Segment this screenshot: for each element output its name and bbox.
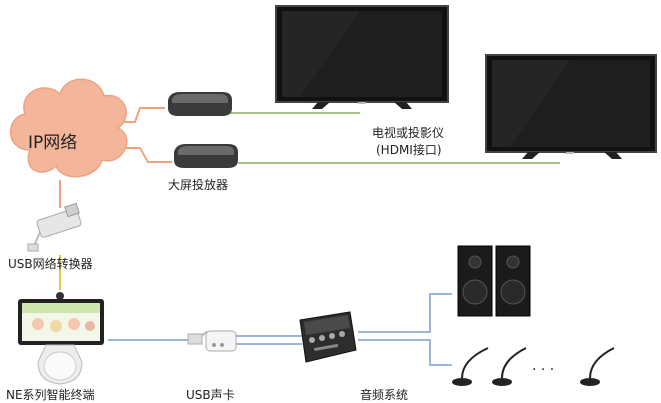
speaker-left-icon xyxy=(457,245,493,317)
ne-terminal-icon xyxy=(18,292,104,385)
usb-sound-card-icon xyxy=(187,330,237,352)
speaker-right-icon xyxy=(495,245,531,317)
microphone-ellipsis: · · · xyxy=(532,362,555,378)
tv-2-icon xyxy=(485,54,657,159)
usb-network-adapter-icon xyxy=(27,202,82,252)
audio-mixer-icon xyxy=(299,311,357,363)
ip-network-cloud xyxy=(9,78,128,178)
microphone-3-icon xyxy=(580,347,615,386)
microphone-1-icon xyxy=(452,347,489,386)
tv-label-line2: (HDMI接口) xyxy=(376,143,442,157)
ne-terminal-label: NE系列智能终端 xyxy=(6,388,95,402)
casting-box-1-icon xyxy=(168,92,232,116)
ip-network-label: IP网络 xyxy=(28,133,78,153)
mixer-to-speakers-line xyxy=(358,293,452,333)
usb-sound-card-label: USB声卡 xyxy=(186,388,235,402)
tv-label-line1: 电视或投影仪 xyxy=(372,126,445,140)
casting-box-label: 大屏投放器 xyxy=(168,178,229,192)
tv-1-icon xyxy=(275,5,449,109)
microphone-2-icon xyxy=(492,347,527,386)
casting-box-2-icon xyxy=(174,144,238,168)
mixer-to-mics-line xyxy=(358,339,452,366)
audio-system-label: 音频系统 xyxy=(360,388,409,402)
usb-adapter-label: USB网络转换器 xyxy=(8,257,93,271)
